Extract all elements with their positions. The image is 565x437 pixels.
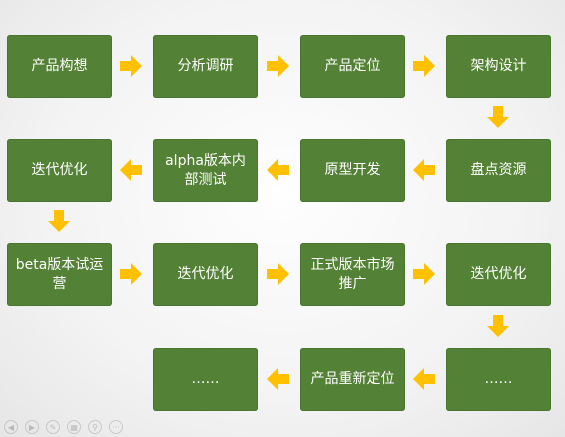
arrow-down-icon	[48, 210, 70, 232]
arrow-down-icon	[487, 106, 509, 128]
step-product-repositioning: 产品重新定位	[300, 348, 405, 411]
arrow-left-icon	[413, 368, 435, 390]
step-label: 架构设计	[470, 58, 527, 74]
arrow-left-icon	[120, 159, 142, 181]
arrow-right-icon	[267, 263, 289, 285]
arrow-left-icon	[413, 159, 435, 181]
step-beta-trial-operation: beta版本试运营	[7, 243, 112, 306]
step-architecture-design: 架构设计	[446, 35, 551, 98]
step-iteration-2: 迭代优化	[153, 243, 258, 306]
arrow-right-icon	[413, 55, 435, 77]
step-label: 分析调研	[177, 58, 234, 74]
step-label: 原型开发	[324, 162, 381, 178]
step-label: 产品构想	[31, 58, 88, 74]
step-label: ……	[191, 371, 220, 387]
step-label: 产品定位	[324, 58, 381, 74]
step-product-positioning: 产品定位	[300, 35, 405, 98]
pen-icon[interactable]: ✎	[46, 420, 60, 434]
step-product-concept: 产品构想	[7, 35, 112, 98]
step-alpha-internal-test: alpha版本内部测试	[153, 139, 258, 202]
slideshow-toolbar: ◀ ▶ ✎ ▦ ⚲ ···	[0, 417, 164, 437]
arrow-left-icon	[267, 368, 289, 390]
arrow-right-icon	[267, 55, 289, 77]
next-icon[interactable]: ▶	[25, 420, 39, 434]
step-label: 产品重新定位	[310, 371, 395, 387]
step-label: 正式版本市场推广	[310, 256, 395, 292]
arrow-right-icon	[120, 55, 142, 77]
step-official-release-promotion: 正式版本市场推广	[300, 243, 405, 306]
step-label: beta版本试运营	[15, 256, 104, 292]
zoom-icon[interactable]: ⚲	[88, 420, 102, 434]
step-ellipsis-left: ……	[153, 348, 258, 411]
step-label: 迭代优化	[177, 266, 234, 282]
step-ellipsis-right: ……	[446, 348, 551, 411]
step-label: alpha版本内部测试	[165, 152, 246, 188]
step-label: 盘点资源	[470, 162, 527, 178]
step-prototype-development: 原型开发	[300, 139, 405, 202]
step-label: 迭代优化	[470, 266, 527, 282]
slides-icon[interactable]: ▦	[67, 420, 81, 434]
step-label: 迭代优化	[31, 162, 88, 178]
step-inventory-resources: 盘点资源	[446, 139, 551, 202]
more-icon[interactable]: ···	[109, 420, 123, 434]
step-label: ……	[484, 371, 513, 387]
step-analysis-research: 分析调研	[153, 35, 258, 98]
arrow-down-icon	[487, 315, 509, 337]
step-iteration-1: 迭代优化	[7, 139, 112, 202]
previous-icon[interactable]: ◀	[4, 420, 18, 434]
arrow-right-icon	[413, 263, 435, 285]
step-iteration-3: 迭代优化	[446, 243, 551, 306]
arrow-left-icon	[267, 159, 289, 181]
arrow-right-icon	[120, 263, 142, 285]
